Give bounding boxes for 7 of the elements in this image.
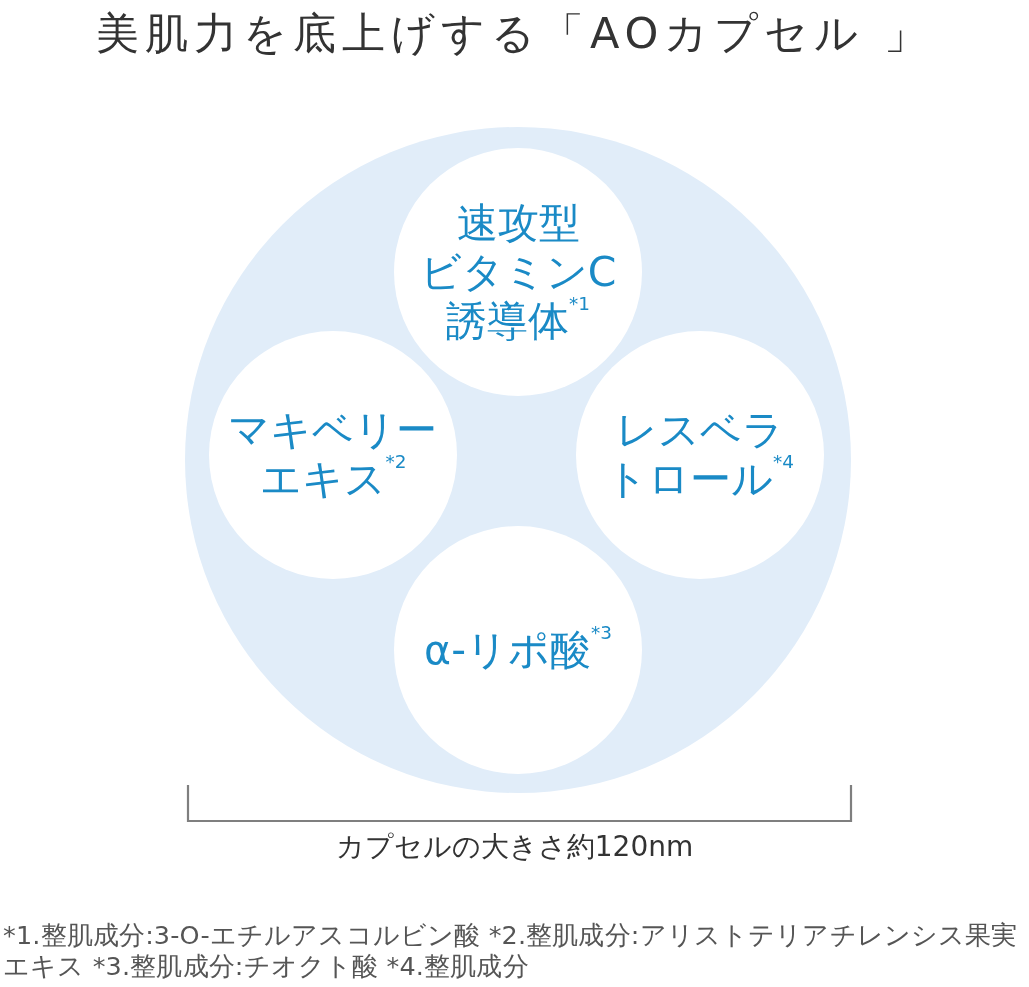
- ingredient-name: α-リポ酸$^{*3}$: [424, 625, 612, 675]
- title: 美肌力を底上げする「AOカプセル 」: [95, 7, 934, 60]
- dimension-label: カプセルの大きさ約120nm: [335, 829, 694, 865]
- ingredient-name: 速攻型ビタミンC誘導体$^{*1}$: [418, 198, 618, 346]
- ingredient-name: マキベリーエキス$^{*2}$: [227, 406, 439, 504]
- ingredient-name: レスベラトロール$^{*4}$: [605, 406, 795, 504]
- footnote-text: *1.整肌成分:3-O-エチルアスコルビン酸 *2.整肌成分:アリストテリアチレンシス果実エキス *3.整肌成分:チオクト酸 *4.整肌成分: [3, 920, 1019, 982]
